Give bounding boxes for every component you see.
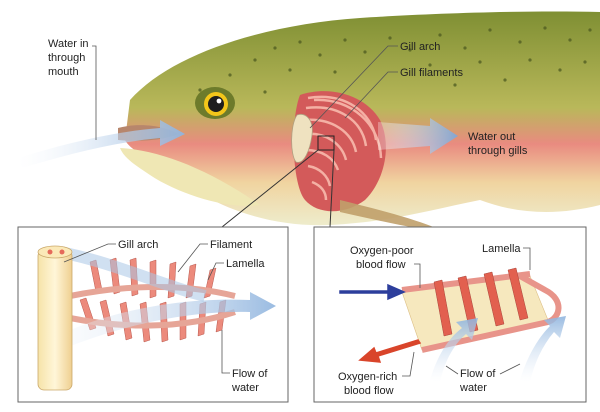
water-in-arrow bbox=[18, 120, 185, 168]
label-water-out: Water out through gills bbox=[468, 131, 528, 157]
label-flow-of-water-right: Flow of water bbox=[459, 368, 496, 394]
fish-eye bbox=[195, 87, 235, 119]
svg-text:Oxygen-poor: Oxygen-poor bbox=[350, 245, 414, 257]
svg-text:Water out: Water out bbox=[468, 131, 515, 143]
svg-text:water: water bbox=[459, 382, 487, 394]
label-oxygen-poor: Oxygen-poor blood flow bbox=[350, 245, 414, 271]
label-gill-arch-top: Gill arch bbox=[400, 41, 440, 53]
label-gill-arch-left: Gill arch bbox=[118, 239, 158, 251]
detail-marker bbox=[317, 135, 335, 151]
label-gill-filaments: Gill filaments bbox=[400, 67, 463, 79]
label-oxygen-rich: Oxygen-rich blood flow bbox=[338, 371, 397, 397]
water-out-arrow bbox=[378, 118, 458, 154]
label-lamella-right: Lamella bbox=[482, 243, 521, 255]
label-water-in: Water in through mouth bbox=[48, 38, 89, 78]
left-detail-panel: Gill arch Filament Lamella Flow of water bbox=[17, 226, 289, 403]
oxygen-rich-arrow bbox=[358, 339, 422, 363]
label-lamella-left: Lamella bbox=[226, 258, 265, 270]
label-flow-of-water-left: Flow of water bbox=[231, 368, 268, 394]
svg-text:Oxygen-rich: Oxygen-rich bbox=[338, 371, 397, 383]
svg-text:blood flow: blood flow bbox=[356, 259, 406, 271]
label-filament: Filament bbox=[210, 239, 252, 251]
right-detail-panel: Oxygen-poor blood flow Lamella Oxygen-ri… bbox=[313, 226, 587, 403]
svg-text:mouth: mouth bbox=[48, 66, 79, 78]
svg-text:Flow of: Flow of bbox=[460, 368, 496, 380]
fish-head bbox=[118, 11, 600, 232]
svg-text:through: through bbox=[48, 52, 85, 64]
svg-text:blood flow: blood flow bbox=[344, 385, 394, 397]
svg-text:through gills: through gills bbox=[468, 145, 528, 157]
oxygen-poor-arrow bbox=[339, 283, 406, 301]
svg-text:Water in: Water in bbox=[48, 38, 89, 50]
svg-text:Flow of: Flow of bbox=[232, 368, 268, 380]
fish-spots bbox=[198, 26, 592, 94]
svg-text:water: water bbox=[231, 382, 259, 394]
